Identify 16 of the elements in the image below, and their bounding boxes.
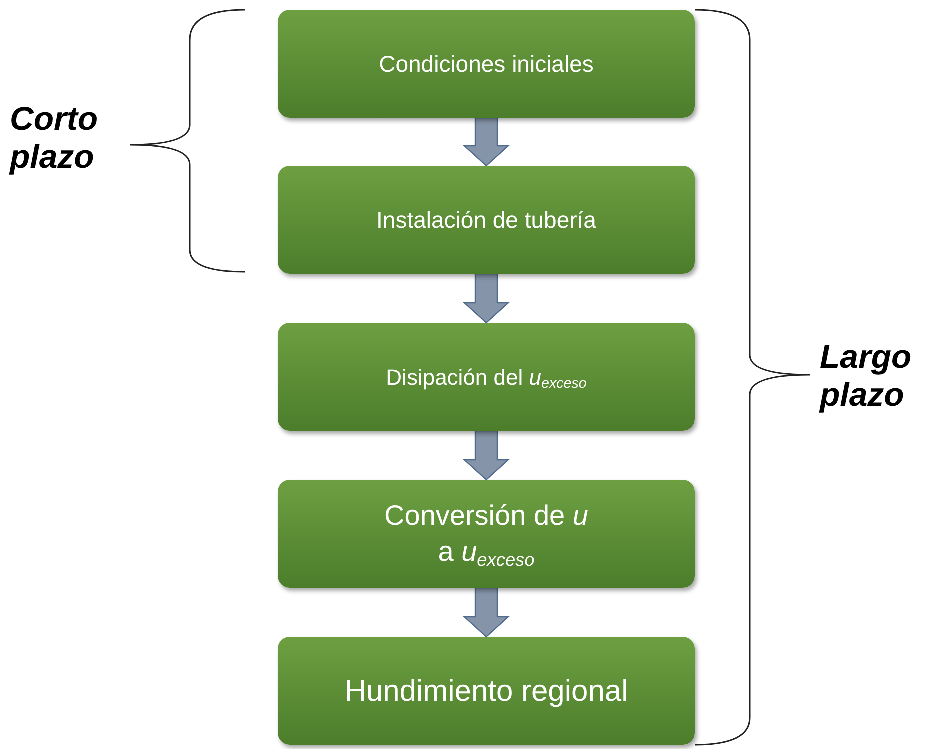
box-label: Instalación de tubería xyxy=(376,206,596,235)
block-arrow xyxy=(462,587,510,638)
process-box xyxy=(278,10,695,118)
process-box xyxy=(278,637,695,745)
bracket-label: Largo plazo xyxy=(820,338,913,414)
process-box xyxy=(278,323,695,431)
box-label: Hundimiento regional xyxy=(344,674,628,710)
box-label: Disipación del u$_{exceso}$ xyxy=(386,364,587,394)
block-arrow xyxy=(462,273,510,324)
bracket-label: Corto plazo xyxy=(10,100,99,176)
process-box xyxy=(278,480,695,588)
block-arrow xyxy=(462,117,510,167)
process-box xyxy=(278,166,695,274)
box-label: Condiciones iniciales xyxy=(379,50,594,79)
block-arrow xyxy=(462,430,510,481)
box-label: Conversión de u a u$_{exceso}$ xyxy=(384,499,590,570)
